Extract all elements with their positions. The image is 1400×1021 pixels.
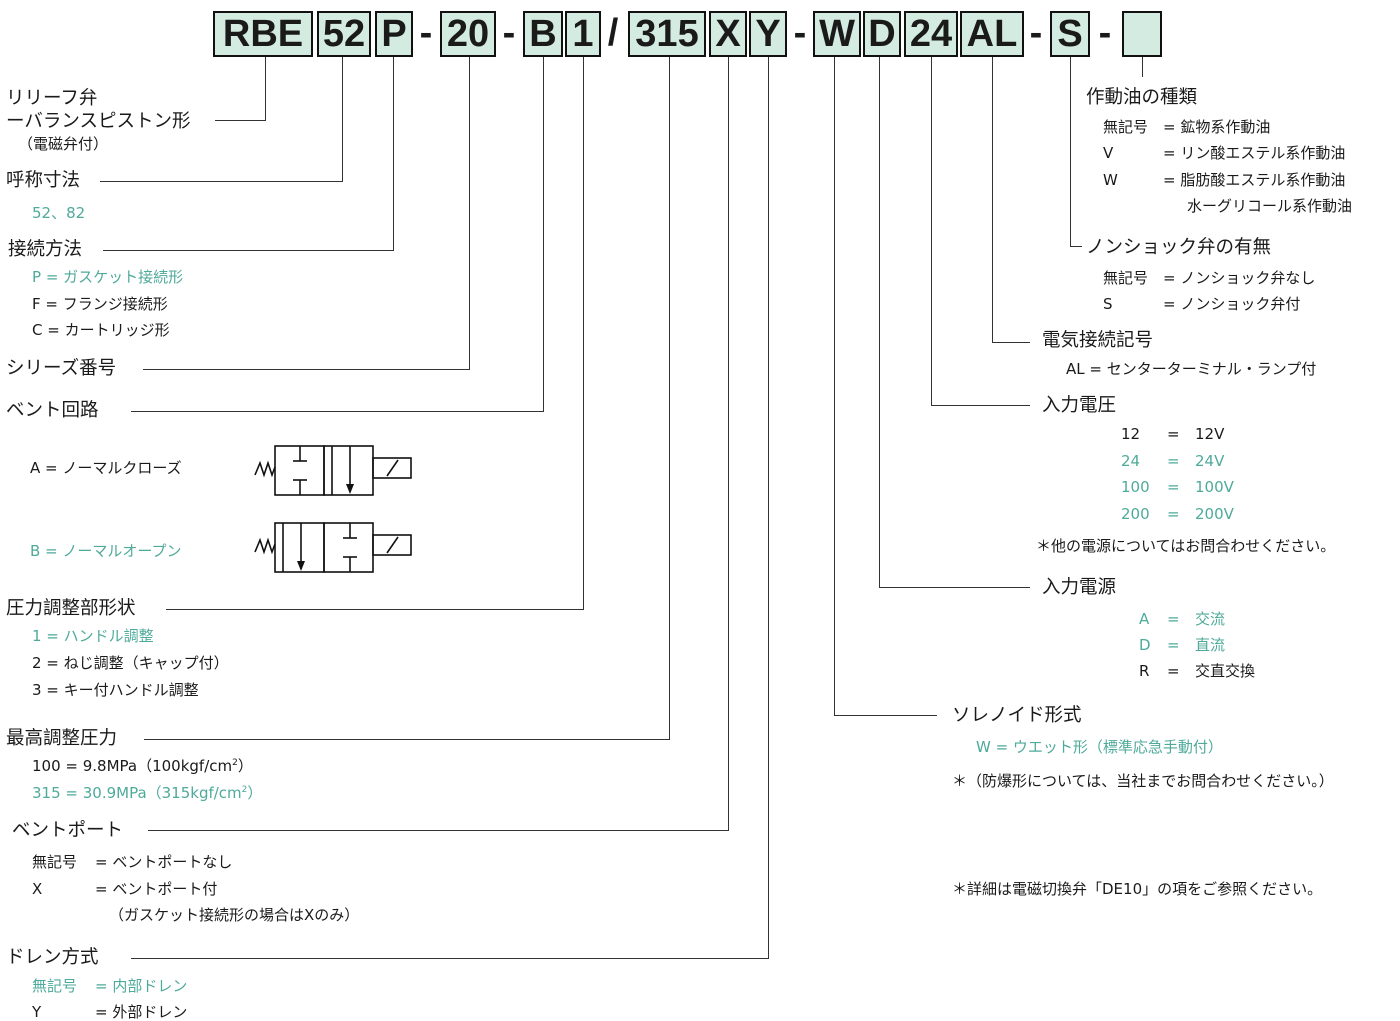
code-box-solenoid: W <box>813 11 861 57</box>
nonshock-none-key: 無記号 <box>1103 269 1149 287</box>
code-box-drain: Y <box>749 11 787 57</box>
power-row-key: D <box>1139 636 1151 654</box>
heading-vent-circuit: ベント回路 <box>6 400 99 421</box>
code-dash: - <box>793 12 807 54</box>
code-box-series: 20 <box>440 11 496 57</box>
code-box-vent-port: X <box>709 11 747 57</box>
heading-electrical: 電気接続記号 <box>1042 330 1154 351</box>
solenoid-note: ＊（防爆形については、当社までお問合わせください。） <box>952 772 1334 790</box>
voltage-row-key: 200 <box>1121 505 1150 523</box>
oil-w-value2: 水ーグリコール系作動油 <box>1187 197 1353 215</box>
code-slash: / <box>607 12 619 54</box>
code-dash: - <box>1029 12 1043 54</box>
code-box-pressure: 315 <box>628 11 706 57</box>
code-box-power: D <box>863 11 901 57</box>
size-values: 52、82 <box>32 204 86 222</box>
conn-option-c: C = カートリッジ形 <box>32 321 170 339</box>
elec-option-al: AL = センターターミナル・ランプ付 <box>1066 360 1317 378</box>
heading-pressure: 最高調整圧力 <box>6 728 118 749</box>
nonshock-none-value: = ノンショック弁なし <box>1163 269 1316 287</box>
drain-none-value: = 内部ドレン <box>95 977 188 995</box>
drain-y-key: Y <box>32 1003 42 1021</box>
heading-power: 入力電源 <box>1042 577 1117 598</box>
oil-none-value: = 鉱物系作動油 <box>1163 118 1271 136</box>
adj-option-2: 2 = ねじ調整（キャップ付） <box>32 654 229 672</box>
code-dash: - <box>1098 12 1112 54</box>
power-row-eq: = <box>1167 662 1180 680</box>
code-box-rbe: RBE <box>213 11 313 57</box>
voltage-row-value: 100V <box>1195 478 1234 496</box>
voltage-row-value: 24V <box>1195 452 1225 470</box>
heading-vent-port: ベントポート <box>12 820 124 841</box>
heading-voltage: 入力電圧 <box>1042 395 1117 416</box>
oil-w-key: W <box>1103 171 1118 189</box>
oil-v-value: = リン酸エステル系作動油 <box>1163 144 1346 162</box>
code-box-electrical: AL <box>960 11 1024 57</box>
power-row-eq: = <box>1167 610 1180 628</box>
nonshock-s-value: = ノンショック弁付 <box>1163 295 1301 313</box>
code-box-vent-circuit: B <box>523 11 563 57</box>
power-row-value: 交流 <box>1195 610 1226 628</box>
voltage-row-eq: = <box>1167 505 1180 523</box>
code-box-adjustment: 1 <box>565 11 601 57</box>
valve-symbol-normally-open-icon <box>254 522 412 573</box>
oil-v-key: V <box>1103 144 1114 162</box>
valve-symbol-normally-closed-icon <box>254 445 412 496</box>
heading-size: 呼称寸法 <box>6 170 81 191</box>
port-x-value: = ベントポート付 <box>95 880 218 898</box>
code-box-oil <box>1122 11 1162 57</box>
heading-series: シリーズ番号 <box>6 358 117 379</box>
code-dash: - <box>502 12 516 54</box>
voltage-row-eq: = <box>1167 425 1180 443</box>
pressure-option-315: 315 = 30.9MPa（315kgf/cm2） <box>32 784 263 802</box>
vent-option-b: B = ノーマルオープン <box>30 542 182 560</box>
power-row-value: 直流 <box>1195 636 1226 654</box>
power-row-key: R <box>1139 662 1150 680</box>
voltage-row-value: 12V <box>1195 425 1225 443</box>
port-x-key: X <box>32 880 43 898</box>
voltage-row-key: 100 <box>1121 478 1150 496</box>
conn-option-p: P = ガスケット接続形 <box>32 268 184 286</box>
detail-note: ＊詳細は電磁切換弁「DE10」の項をご参照ください。 <box>952 880 1323 898</box>
heading-adjustment: 圧力調整部形状 <box>6 598 136 619</box>
code-box-connection: P <box>375 11 413 57</box>
power-row-key: A <box>1139 610 1150 628</box>
voltage-note: ＊他の電源についてはお問合わせください。 <box>1036 537 1336 555</box>
code-box-voltage: 24 <box>904 11 958 57</box>
oil-w-value: = 脂肪酸エステル系作動油 <box>1163 171 1346 189</box>
drain-none-key: 無記号 <box>32 977 78 995</box>
vent-option-a: A = ノーマルクローズ <box>30 459 182 477</box>
nonshock-s-key: S <box>1103 295 1113 313</box>
code-box-nonshock: S <box>1050 11 1090 57</box>
code-dash: - <box>419 12 433 54</box>
oil-none-key: 無記号 <box>1103 118 1149 136</box>
adj-option-3: 3 = キー付ハンドル調整 <box>32 681 199 699</box>
voltage-row-eq: = <box>1167 452 1180 470</box>
power-row-eq: = <box>1167 636 1180 654</box>
voltage-row-key: 24 <box>1121 452 1141 470</box>
drain-y-value: = 外部ドレン <box>95 1003 188 1021</box>
adj-option-1: 1 = ハンドル調整 <box>32 627 154 645</box>
port-none-value: = ベントポートなし <box>95 853 233 871</box>
port-none-key: 無記号 <box>32 853 78 871</box>
power-row-value: 交直交換 <box>1195 662 1256 680</box>
valve-type-line3: （電磁弁付） <box>18 135 109 153</box>
valve-type-line2: ーバランスピストン形 <box>6 111 191 132</box>
code-box-size: 52 <box>317 11 371 57</box>
heading-nonshock: ノンショック弁の有無 <box>1086 237 1272 258</box>
conn-option-f: F = フランジ接続形 <box>32 295 168 313</box>
voltage-row-key: 12 <box>1121 425 1141 443</box>
voltage-row-eq: = <box>1167 478 1180 496</box>
heading-solenoid: ソレノイド形式 <box>952 705 1082 726</box>
voltage-row-value: 200V <box>1195 505 1234 523</box>
port-note: （ガスケット接続形の場合はXのみ） <box>109 906 360 924</box>
heading-drain: ドレン方式 <box>6 947 99 968</box>
valve-type-line1: リリーフ弁 <box>6 88 98 109</box>
heading-oil: 作動油の種類 <box>1086 87 1198 108</box>
solenoid-option-w: W = ウエット形（標準応急手動付） <box>976 738 1223 756</box>
pressure-option-100: 100 = 9.8MPa（100kgf/cm2） <box>32 757 253 775</box>
heading-connection: 接続方法 <box>8 239 83 260</box>
